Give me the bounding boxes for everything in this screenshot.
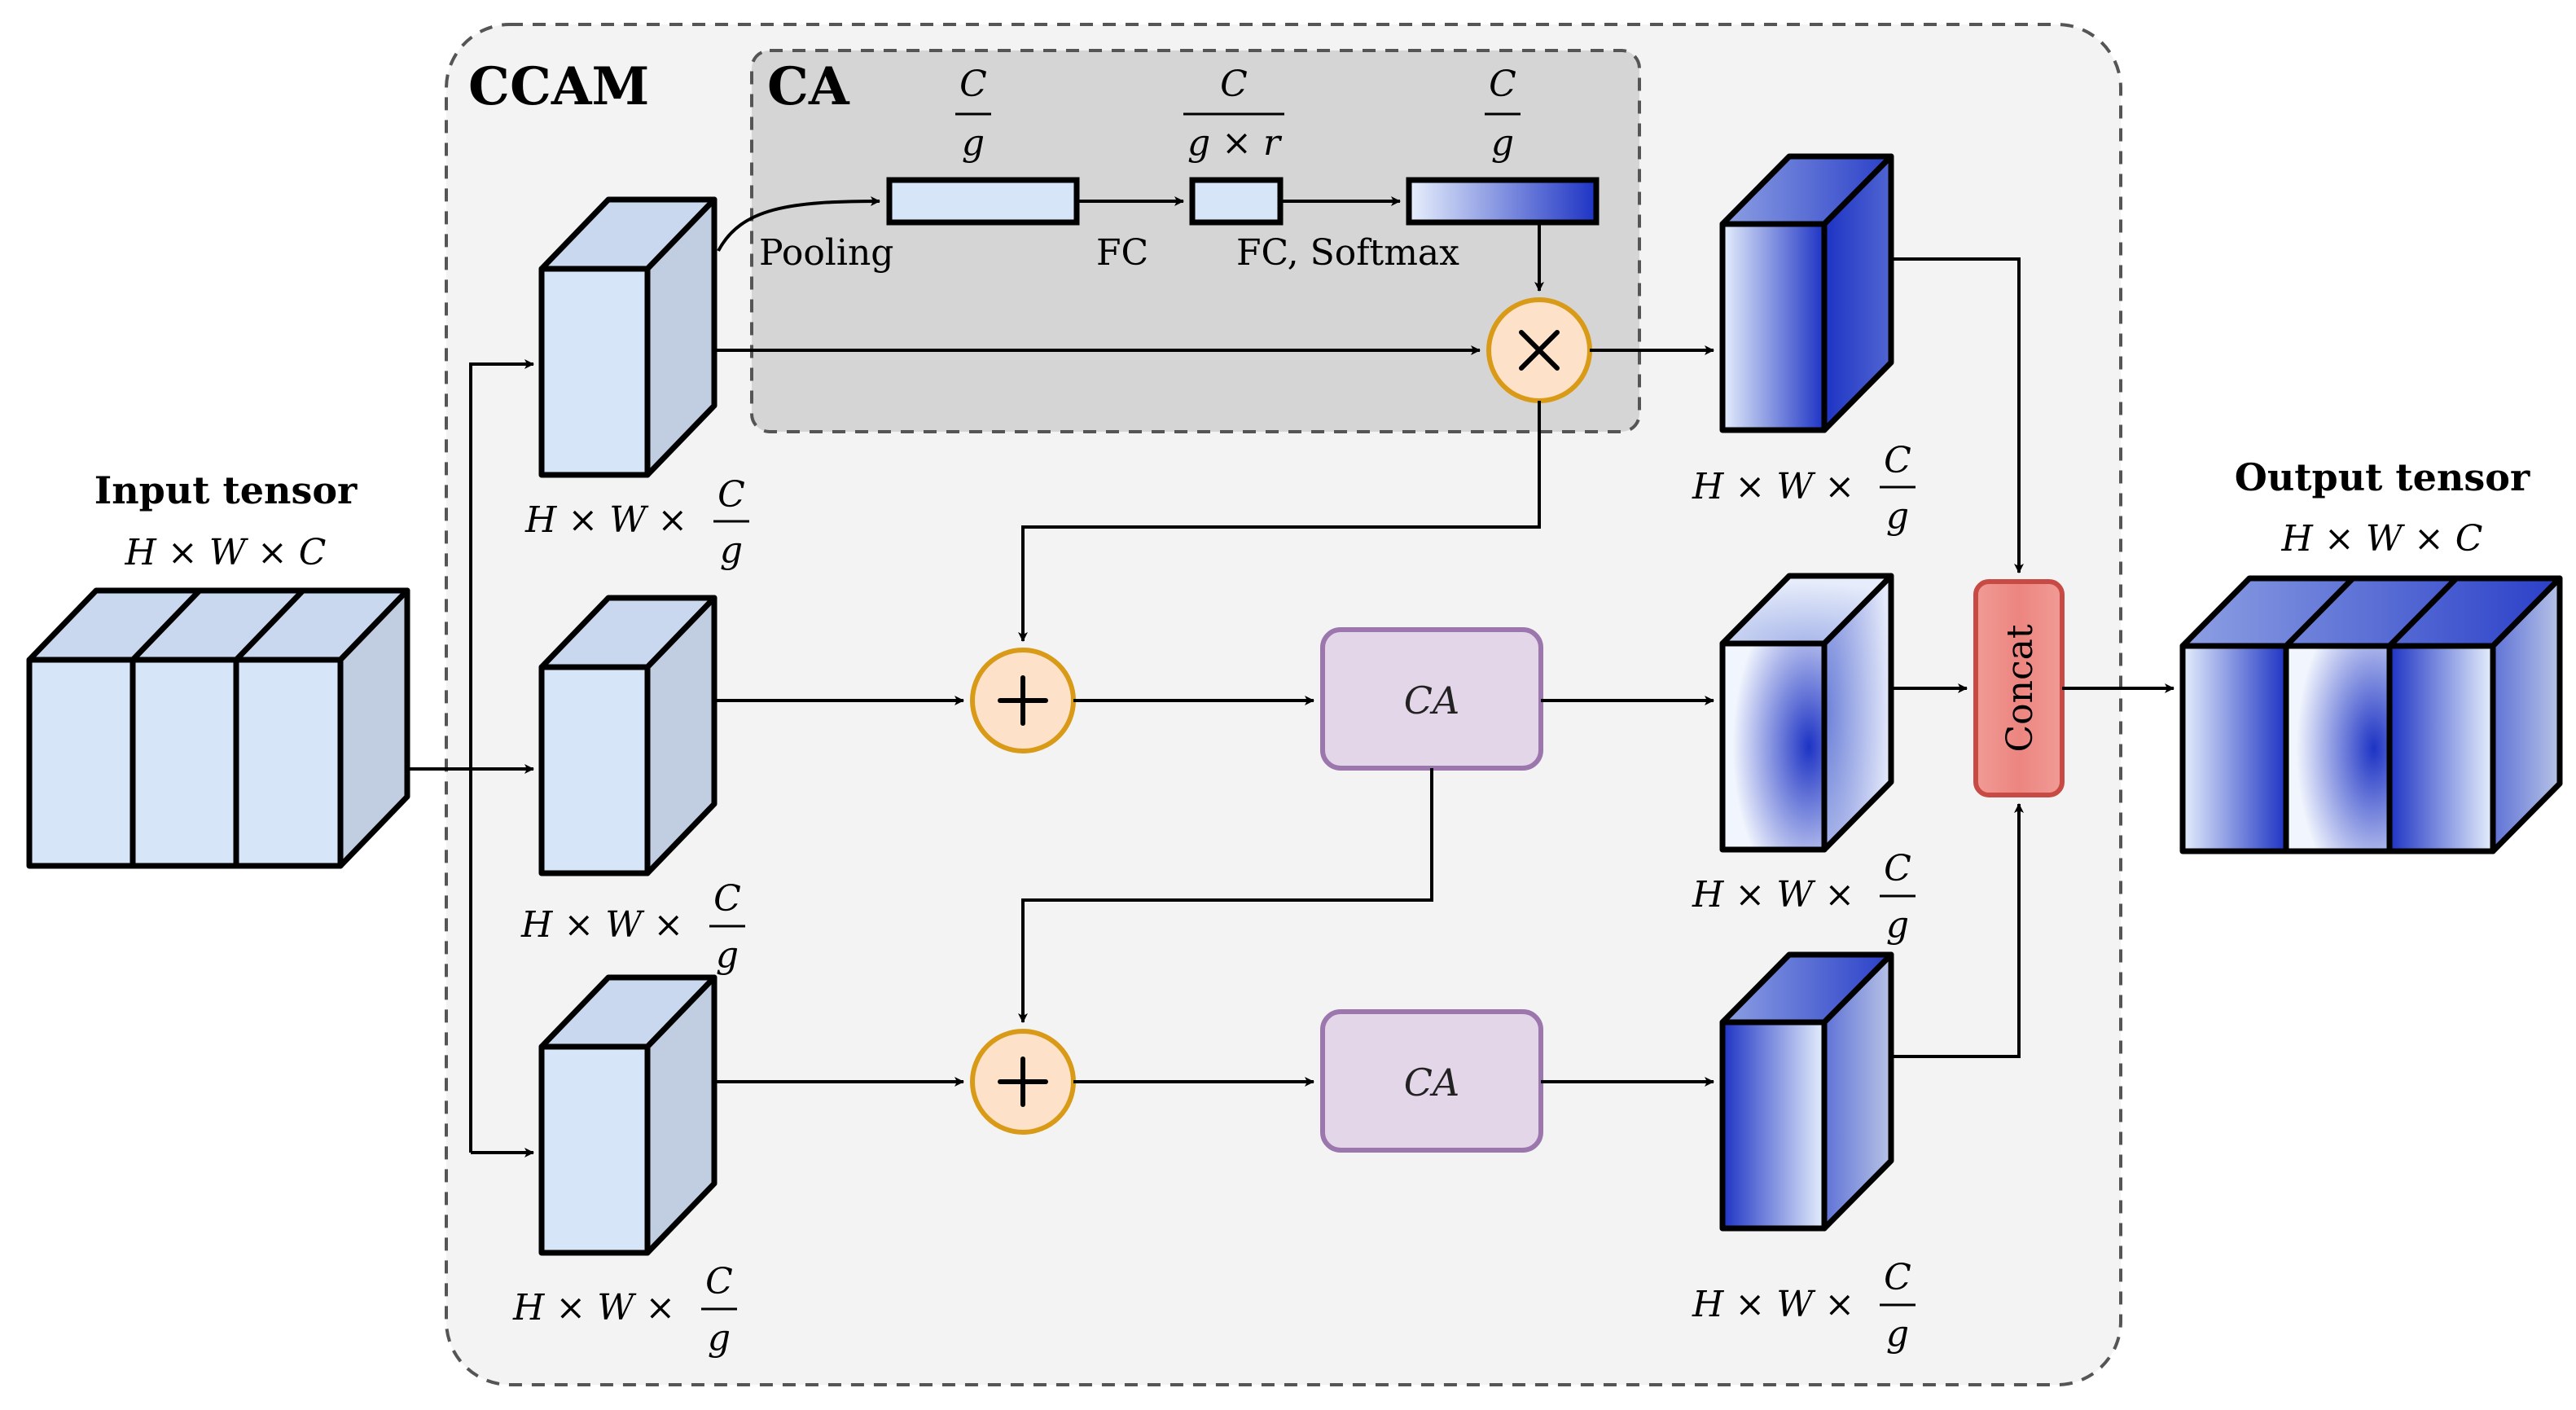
- fc-label: FC: [1096, 232, 1148, 274]
- split-dims-2: H × W × C g: [520, 878, 745, 976]
- add-operator-1: [970, 648, 1076, 753]
- edge-ca1-add2: [1018, 768, 1433, 1023]
- svg-text:C: C: [1884, 440, 1911, 481]
- svg-text:g: g: [1491, 122, 1514, 164]
- fc-vector: [1189, 177, 1284, 226]
- svg-text:g: g: [1886, 904, 1909, 946]
- softmax-vector: [1406, 177, 1600, 226]
- split-cube-3: [538, 974, 718, 1256]
- input-dims: H × W × C: [125, 532, 327, 573]
- ca-title: CA: [767, 56, 850, 117]
- edge-split-bus: [469, 359, 534, 1153]
- edge-mult-add1: [1018, 401, 1541, 642]
- svg-text:H × W ×: H × W ×: [520, 904, 683, 946]
- ccam-title: CCAM: [468, 56, 649, 117]
- svg-text:H × W ×: H × W ×: [1692, 1284, 1854, 1325]
- softmax-dims: C g: [1485, 64, 1521, 164]
- fc-dims: C g × r: [1183, 64, 1284, 164]
- svg-text:g: g: [962, 122, 985, 164]
- svg-text:C: C: [1489, 64, 1516, 105]
- attended-dims-3: H × W × C g: [1692, 1257, 1916, 1355]
- add-operator-2: [970, 1029, 1076, 1135]
- svg-text:C: C: [718, 474, 745, 516]
- svg-text:C: C: [713, 878, 741, 920]
- output-tensor: [2179, 575, 2563, 854]
- svg-text:C: C: [1884, 848, 1911, 889]
- input-title: Input tensor: [94, 468, 358, 512]
- svg-text:C: C: [1220, 64, 1248, 105]
- svg-text:g: g: [716, 934, 739, 976]
- svg-text:C: C: [959, 64, 987, 105]
- svg-text:H × W ×: H × W ×: [1692, 874, 1854, 916]
- output-dims: H × W × C: [2281, 518, 2483, 560]
- fc-softmax-label: FC, Softmax: [1236, 232, 1459, 274]
- attended-cube-3: [1719, 951, 1894, 1232]
- svg-text:H × W ×: H × W ×: [512, 1287, 675, 1329]
- attended-dims-1: H × W × C g: [1692, 440, 1916, 537]
- svg-text:g: g: [1886, 1313, 1909, 1355]
- multiply-operator: [1486, 297, 1592, 403]
- svg-text:g × r: g × r: [1187, 122, 1283, 164]
- split-dims-1: H × W × C g: [524, 474, 749, 571]
- svg-text:C: C: [1884, 1257, 1911, 1298]
- svg-text:H × W ×: H × W ×: [524, 499, 687, 541]
- svg-text:g: g: [708, 1317, 731, 1359]
- pooling-label: Pooling: [759, 232, 893, 274]
- split-dims-3: H × W × C g: [512, 1261, 737, 1359]
- attended-cube-1: [1719, 153, 1894, 433]
- svg-text:g: g: [720, 529, 743, 571]
- concat-label: Concat: [1999, 624, 2041, 752]
- edge-pooling: [717, 196, 880, 252]
- ca-panel: [750, 49, 1641, 433]
- svg-text:C: C: [705, 1261, 733, 1302]
- ca-block-1-label: CA: [1404, 679, 1459, 723]
- pooled-vector: [886, 177, 1080, 226]
- edge-out3-concat: [1891, 803, 2024, 1058]
- ca-block-2-label: CA: [1404, 1061, 1459, 1105]
- attended-cube-2: [1719, 573, 1894, 853]
- pooled-dims: C g: [955, 64, 991, 164]
- svg-text:H × W ×: H × W ×: [1692, 466, 1854, 507]
- edge-out1-concat: [1891, 257, 2024, 573]
- split-cube-2: [538, 595, 718, 876]
- split-cube-1: [538, 196, 718, 478]
- svg-text:g: g: [1886, 495, 1909, 537]
- output-title: Output tensor: [2235, 455, 2530, 499]
- attended-dims-2: H × W × C g: [1692, 848, 1916, 946]
- input-tensor: [26, 587, 410, 869]
